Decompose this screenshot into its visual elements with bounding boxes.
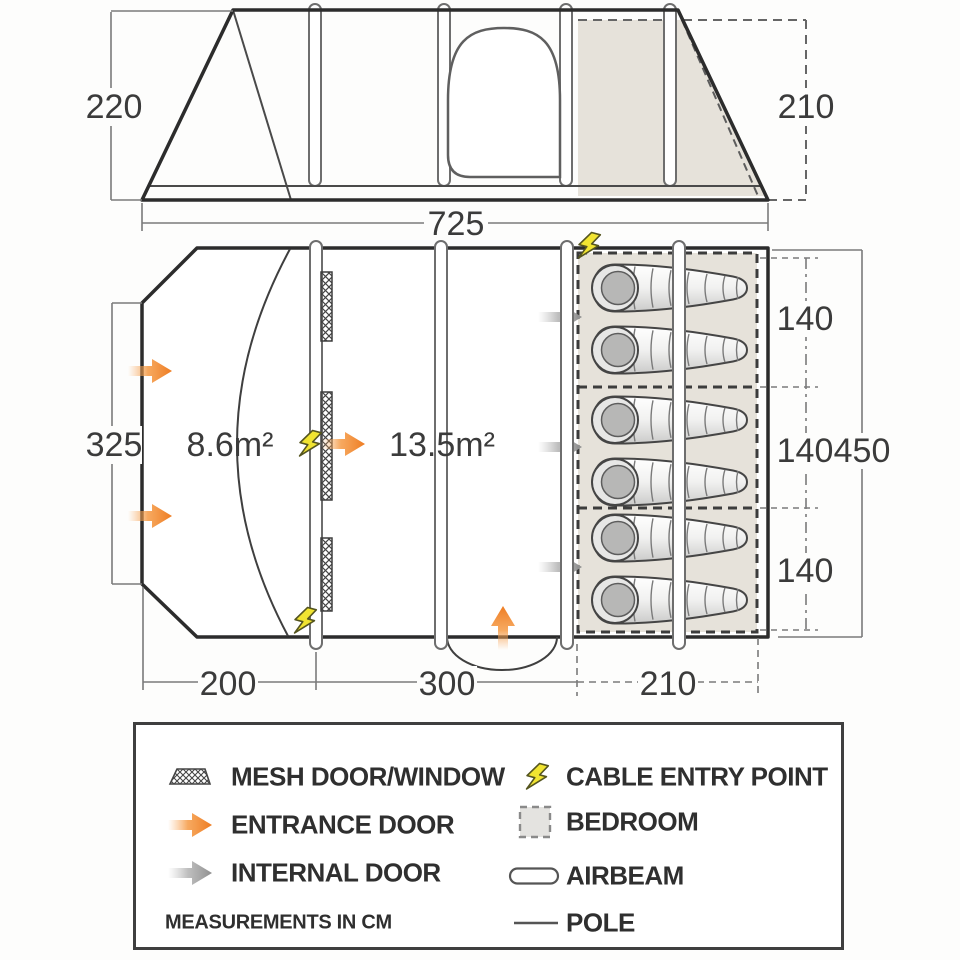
dim-front-width: 325 <box>86 302 143 585</box>
legend: MESH DOOR/WINDOW ENTRANCE DOOR INTERNAL … <box>133 722 844 950</box>
dim-side-length: 725 <box>141 203 769 243</box>
side-view-outline <box>140 8 770 202</box>
diagram-canvas: 220 210 725 <box>86 3 892 703</box>
entrance-door-icon <box>168 813 212 837</box>
svg-text:140: 140 <box>777 552 834 590</box>
svg-text:220: 220 <box>86 88 143 126</box>
svg-text:140: 140 <box>777 300 834 338</box>
svg-text:210: 210 <box>640 665 697 703</box>
internal-door-icon <box>168 861 212 885</box>
side-view-front-door-line <box>232 9 292 201</box>
pole-icon <box>514 921 558 925</box>
dim-side-height-right: 210 <box>778 88 835 126</box>
svg-text:450: 450 <box>834 432 891 470</box>
living-area-label: 13.5m² <box>389 426 495 464</box>
legend-label-internal: INTERNAL DOOR <box>231 857 441 888</box>
cable-entry-point-icon <box>525 762 550 790</box>
legend-label-bedroom: BEDROOM <box>566 806 699 837</box>
entrance-door-arc <box>446 636 558 671</box>
porch-area-label: 8.6m² <box>187 426 274 464</box>
svg-text:140: 140 <box>777 432 834 470</box>
legend-label-cable: CABLE ENTRY POINT <box>566 761 828 792</box>
bedroom-icon <box>518 805 552 839</box>
mesh-door-window-icon <box>168 768 212 785</box>
legend-label-mesh: MESH DOOR/WINDOW <box>231 761 505 792</box>
legend-label-pole: POLE <box>566 907 635 938</box>
svg-text:725: 725 <box>428 205 485 243</box>
side-view: 220 210 725 <box>86 3 835 243</box>
dim-bedroom-width-total: 450 <box>772 249 892 638</box>
svg-text:210: 210 <box>778 88 835 126</box>
legend-label-entrance: ENTRANCE DOOR <box>231 809 455 840</box>
dim-side-height-left: 220 <box>86 10 233 201</box>
dim-sections: 200 300 210 <box>142 587 759 703</box>
airbeam-icon <box>508 867 560 885</box>
porch-door-arc <box>236 248 291 637</box>
side-view-bedroom-inner-slope <box>681 19 759 197</box>
legend-label-airbeam: AIRBEAM <box>566 860 684 891</box>
floor-plan-airbeams <box>309 240 686 650</box>
side-view-window <box>446 26 562 179</box>
legend-note: MEASUREMENTS IN CM <box>165 911 392 934</box>
svg-text:325: 325 <box>86 426 143 464</box>
bedroom-dashed-borders <box>576 251 759 634</box>
svg-text:300: 300 <box>419 665 476 703</box>
dim-berths: 140 140 140 <box>760 257 834 631</box>
svg-text:200: 200 <box>200 665 257 703</box>
floor-plan: 8.6m² 13.5m² 325 140 140 140 <box>86 229 892 703</box>
